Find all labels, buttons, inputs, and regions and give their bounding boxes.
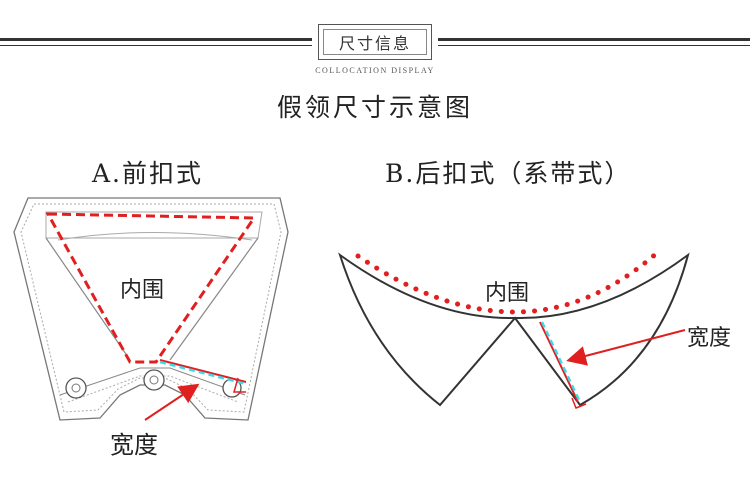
collar-b-inner-label: 内围 (485, 281, 530, 306)
collar-b-label: B.后扣式（系带式） (385, 159, 632, 188)
collar-a-outline (13, 197, 289, 421)
header-title: 尺寸信息 (323, 29, 427, 55)
header-rule-left-thin (0, 45, 312, 46)
collar-b-width-tick (571, 397, 587, 409)
page-title: 假领尺寸示意图 (276, 93, 473, 122)
collar-b-inner-measure (355, 249, 661, 315)
collar-a-width-label: 宽度 (110, 431, 158, 459)
header-rule-right-thin (438, 45, 750, 46)
header-title-box: 尺寸信息 (318, 24, 432, 60)
collar-a-neck-lines (45, 237, 259, 361)
collar-b-outline (338, 252, 690, 407)
collar-b-drawing (338, 249, 690, 409)
collar-a-lower-band (59, 367, 246, 396)
collar-a-stitch-outer (20, 203, 282, 413)
collar-a-width-arrow (144, 383, 200, 421)
header-rule-right (438, 38, 750, 41)
collar-a-width-tick (233, 377, 246, 393)
header-subtitle: COLLOCATION DISPLAY (315, 66, 435, 75)
collar-a-drawing (13, 197, 289, 421)
collar-a-width-measure-red (159, 359, 247, 383)
collar-a-width-measure-cyan (159, 360, 247, 386)
collar-a-inner-label: 内围 (120, 278, 165, 303)
collar-a-label: A.前扣式 (92, 159, 204, 188)
collar-b-width-arrow (566, 329, 686, 366)
collar-a-inner-measure (45, 212, 257, 364)
collar-b-width-measure-red (539, 321, 579, 403)
collar-b-width-measure-cyan (540, 321, 582, 403)
collar-a-band-curve (57, 232, 253, 241)
header-rule-left (0, 38, 312, 41)
collar-b-width-label: 宽度 (687, 326, 732, 351)
